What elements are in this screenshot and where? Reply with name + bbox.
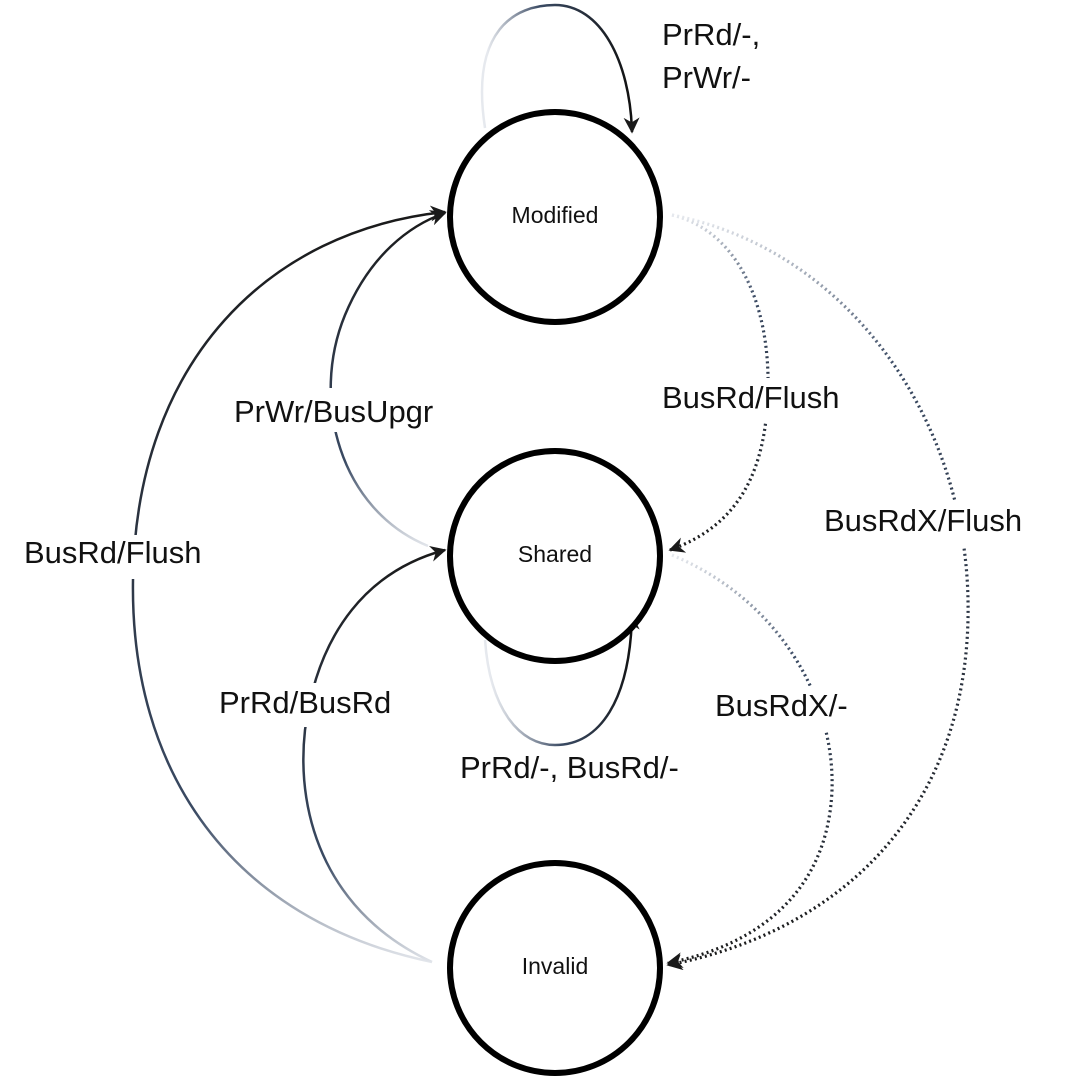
edge-modified-to-invalid	[666, 213, 970, 971]
label-invalid-to-shared: PrRd/BusRd	[219, 685, 391, 720]
state-invalid-label: Invalid	[522, 953, 588, 979]
state-shared: Shared	[447, 448, 663, 664]
edge-invalid-to-modified	[131, 205, 447, 964]
edge-shared-to-invalid	[666, 553, 834, 969]
label-modified-to-invalid: BusRdX/Flush	[824, 503, 1022, 538]
edge-invalid-to-shared	[302, 545, 447, 964]
state-modified: Modified	[447, 109, 663, 325]
label-modified-self-line1: PrRd/-,	[662, 17, 760, 52]
state-modified-label: Modified	[512, 202, 599, 228]
label-shared-to-invalid: BusRdX/-	[715, 688, 848, 723]
label-modified-self-line2: PrWr/-	[662, 60, 751, 95]
label-shared-self: PrRd/-, BusRd/-	[460, 750, 679, 785]
edge-shared-to-modified	[329, 210, 447, 548]
edge-shared-self-loop	[483, 613, 640, 747]
label-modified-to-shared: BusRd/Flush	[662, 380, 839, 415]
edge-modified-self-loop	[480, 3, 640, 134]
label-invalid-to-modified: BusRd/Flush	[24, 535, 201, 570]
label-shared-to-modified: PrWr/BusUpgr	[234, 394, 433, 429]
state-shared-label: Shared	[518, 541, 592, 567]
state-invalid: Invalid	[447, 860, 663, 1076]
